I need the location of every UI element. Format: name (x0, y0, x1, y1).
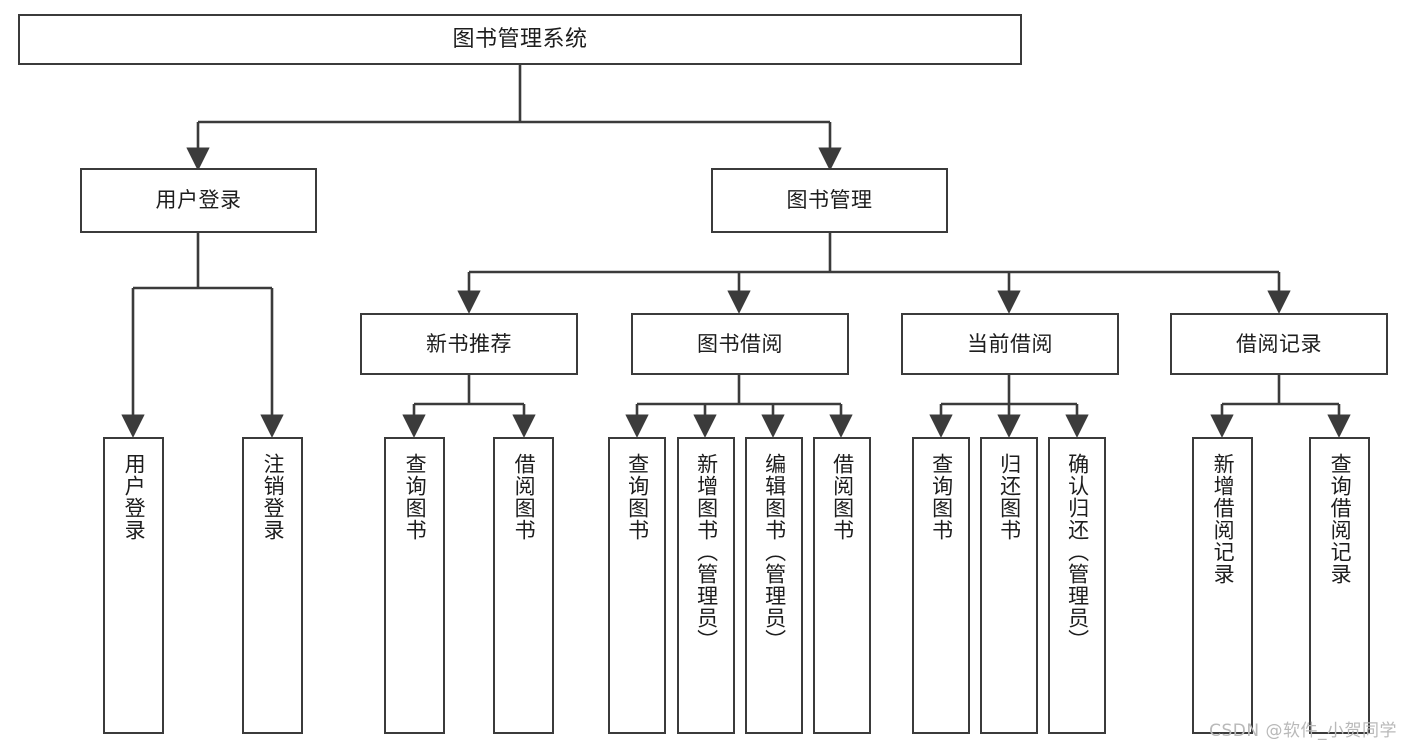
leaf-confirm-return-admin[interactable]: 确认归还（管理员） (1048, 437, 1106, 734)
leaf-user-logout[interactable]: 注销登录 (242, 437, 303, 734)
node-label: 借阅图书 (512, 453, 537, 541)
leaf-query-book-borrow[interactable]: 查询图书 (608, 437, 666, 734)
node-label: 新书推荐 (426, 331, 512, 356)
node-label: 编辑图书（管理员） (762, 453, 787, 651)
node-label: 查询图书 (403, 453, 428, 541)
node-label: 确认归还（管理员） (1065, 453, 1090, 651)
node-label: 借阅记录 (1236, 331, 1322, 356)
node-label: 用户登录 (155, 188, 242, 213)
csdn-watermark: CSDN @软件_小贺同学 (1209, 721, 1397, 741)
leaf-user-login[interactable]: 用户登录 (103, 437, 164, 734)
node-label: 新增借阅记录 (1211, 453, 1236, 585)
node-new-book-recommend[interactable]: 新书推荐 (360, 313, 578, 375)
leaf-query-book-current[interactable]: 查询图书 (912, 437, 970, 734)
leaf-borrow-book-recommend[interactable]: 借阅图书 (493, 437, 554, 734)
node-label: 归还图书 (997, 453, 1022, 541)
node-borrow-record[interactable]: 借阅记录 (1170, 313, 1388, 375)
leaf-add-book-admin[interactable]: 新增图书（管理员） (677, 437, 735, 734)
node-label: 借阅图书 (830, 453, 855, 541)
node-label: 查询图书 (625, 453, 650, 541)
node-label: 用户登录 (122, 453, 147, 541)
leaf-edit-book-admin[interactable]: 编辑图书（管理员） (745, 437, 803, 734)
leaf-return-book[interactable]: 归还图书 (980, 437, 1038, 734)
leaf-query-book-recommend[interactable]: 查询图书 (384, 437, 445, 734)
node-label: 查询借阅记录 (1328, 453, 1353, 585)
node-root-book-management-system[interactable]: 图书管理系统 (18, 14, 1022, 65)
leaf-borrow-book[interactable]: 借阅图书 (813, 437, 871, 734)
node-user-login[interactable]: 用户登录 (80, 168, 317, 233)
leaf-add-borrow-record[interactable]: 新增借阅记录 (1192, 437, 1253, 734)
node-label: 新增图书（管理员） (694, 453, 719, 651)
node-label: 当前借阅 (967, 331, 1053, 356)
node-book-borrow[interactable]: 图书借阅 (631, 313, 849, 375)
node-label: 查询图书 (929, 453, 954, 541)
node-label: 图书借阅 (697, 331, 783, 356)
node-label: 图书管理 (786, 188, 873, 213)
node-current-borrow[interactable]: 当前借阅 (901, 313, 1119, 375)
node-label: 注销登录 (261, 453, 286, 541)
node-book-management[interactable]: 图书管理 (711, 168, 948, 233)
node-label: 图书管理系统 (452, 26, 588, 52)
leaf-query-borrow-record[interactable]: 查询借阅记录 (1309, 437, 1370, 734)
